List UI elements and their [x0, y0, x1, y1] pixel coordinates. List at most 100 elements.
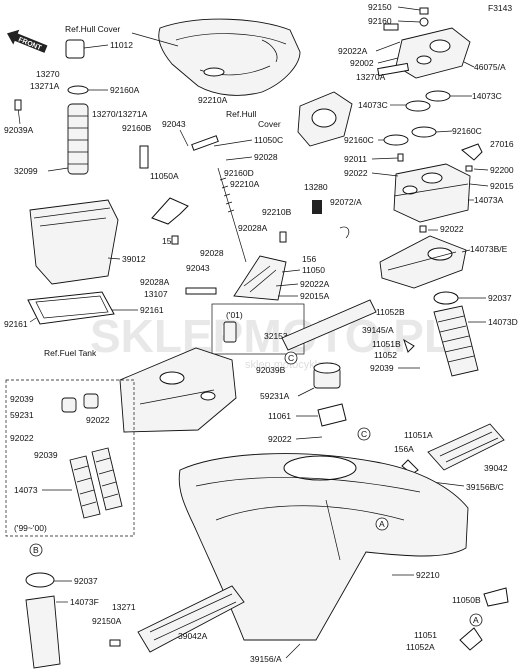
label-92150A: 92150A [92, 616, 122, 626]
label-92015: 92015 [490, 181, 514, 191]
clip-92200-part [465, 165, 473, 172]
label-92161-1: 92161 [4, 319, 28, 329]
circle-mark-c2 [357, 427, 371, 441]
washer-92160-part [419, 17, 429, 27]
label-39042A: 39042A [178, 631, 208, 641]
fitting-59231-part-2 [83, 393, 99, 409]
label-92150: 92150 [368, 2, 392, 12]
label-92161-2: 92161 [140, 305, 164, 315]
label-92210A-2: 92210A [230, 179, 260, 189]
label-59231: 59231 [10, 410, 34, 420]
bracket-11051-part [459, 627, 483, 651]
label-39156A: 39156/A [250, 654, 282, 664]
ring-92160a-part [67, 85, 89, 95]
figure-code: F3143 [488, 3, 512, 13]
label-92039A: 92039A [4, 125, 34, 135]
fitting-59231-part [61, 397, 77, 413]
label-13271: 13271 [112, 602, 136, 612]
label-92043-2: 92043 [186, 263, 210, 273]
label-39145A: 39145/A [362, 325, 394, 335]
label-92210: 92210 [416, 570, 440, 580]
strip-92160b-part [139, 145, 149, 169]
pin-13107-part [185, 287, 217, 295]
ring-92160c-part [383, 134, 409, 146]
label-46075A: 46075/A [474, 62, 506, 72]
label-11051A: 11051A [404, 430, 433, 440]
label-92039-l2: 92039 [34, 450, 58, 460]
label-92160B: 92160B [122, 123, 152, 133]
label-13271A: 13271A [30, 81, 60, 91]
label-92022-c: 92022 [268, 434, 292, 444]
clamp-92037-b-part [25, 572, 55, 588]
label-14073C-2: 14073C [472, 91, 502, 101]
label-92039-c: 92039 [370, 363, 394, 373]
bolt-92011-part [397, 153, 404, 162]
hose-14073f-part [25, 595, 61, 669]
circle-mark-b [29, 543, 43, 557]
label-92028A-2: 92028A [140, 277, 170, 287]
hose-14073d-part [433, 305, 479, 377]
label-11050B: 11050B [452, 595, 481, 605]
hose-14073-part [69, 447, 123, 519]
ref-hull-cover-mid-2: Cover [258, 119, 281, 129]
label-11050A: 11050A [150, 171, 179, 181]
label-14073C-1: 14073C [358, 100, 388, 110]
base-11050-part [233, 255, 287, 301]
label-11050: 11050 [302, 265, 325, 275]
watermark-brand: SKLEPMOTO.PL [90, 310, 452, 362]
label-39042: 39042 [484, 463, 508, 473]
label-156A: 156A [394, 444, 414, 454]
label-11052B: 11052B [376, 307, 405, 317]
circle-b-1: B [33, 545, 39, 555]
label-39156BC: 39156B/C [466, 482, 504, 492]
mat-39042a-part [137, 585, 245, 653]
label-11061: 11061 [268, 411, 291, 421]
label-13280: 13280 [304, 182, 328, 192]
label-92022-r: 92022 [344, 168, 368, 178]
year-01: ('01) [226, 310, 243, 320]
label-32153: 32153 [264, 331, 288, 341]
part-32153 [223, 321, 237, 343]
label-92011: 92011 [344, 154, 367, 164]
ref-fuel-tank: Ref.Fuel Tank [44, 348, 97, 358]
label-156-2: 156 [302, 254, 316, 264]
label-92210A-1: 92210A [198, 95, 228, 105]
screw-92039a-part [14, 99, 22, 111]
tube-32099-part [67, 103, 89, 175]
circle-mark-a2 [469, 613, 483, 627]
box-14073be-part [379, 235, 467, 289]
label-92043-1: 92043 [162, 119, 186, 129]
circle-a-1: A [379, 519, 385, 529]
label-92072A: 92072/A [330, 197, 362, 207]
bolt-92022-part [419, 225, 427, 233]
bucket-39012-part [29, 199, 119, 285]
label-92210B: 92210B [262, 207, 292, 217]
label-11051B: 11051B [372, 339, 401, 349]
label-92022A: 92022A [338, 46, 368, 56]
label-11051: 11051 [414, 630, 437, 640]
circle-mark-c [284, 351, 298, 365]
label-13107: 13107 [144, 289, 168, 299]
bracket-11050a-part [151, 197, 189, 225]
circle-a-2: A [473, 615, 479, 625]
label-92200: 92200 [490, 165, 514, 175]
label-92160A: 92160A [110, 85, 140, 95]
label-14073D: 14073D [488, 317, 518, 327]
ref-hull-cover-top: Ref.Hull Cover [65, 24, 120, 34]
label-92160C-1: 92160C [344, 135, 374, 145]
bracket-11051b-part [403, 338, 415, 353]
clip-92072a-part [339, 226, 350, 239]
label-11052: 11052 [374, 350, 397, 360]
ring-92160c-part [411, 126, 437, 138]
label-92160C-2: 92160C [452, 126, 482, 136]
label-92039-l: 92039 [10, 394, 34, 404]
label-14073F: 14073F [70, 597, 99, 607]
label-92039B: 92039B [256, 365, 286, 375]
label-92022A-2: 92022A [300, 279, 330, 289]
circle-mark-a [375, 517, 389, 531]
ring-14073c-part [405, 100, 431, 112]
gasket-92161-part [27, 291, 115, 325]
bolt-156-part [171, 235, 179, 245]
label-59231A: 59231A [260, 391, 290, 401]
